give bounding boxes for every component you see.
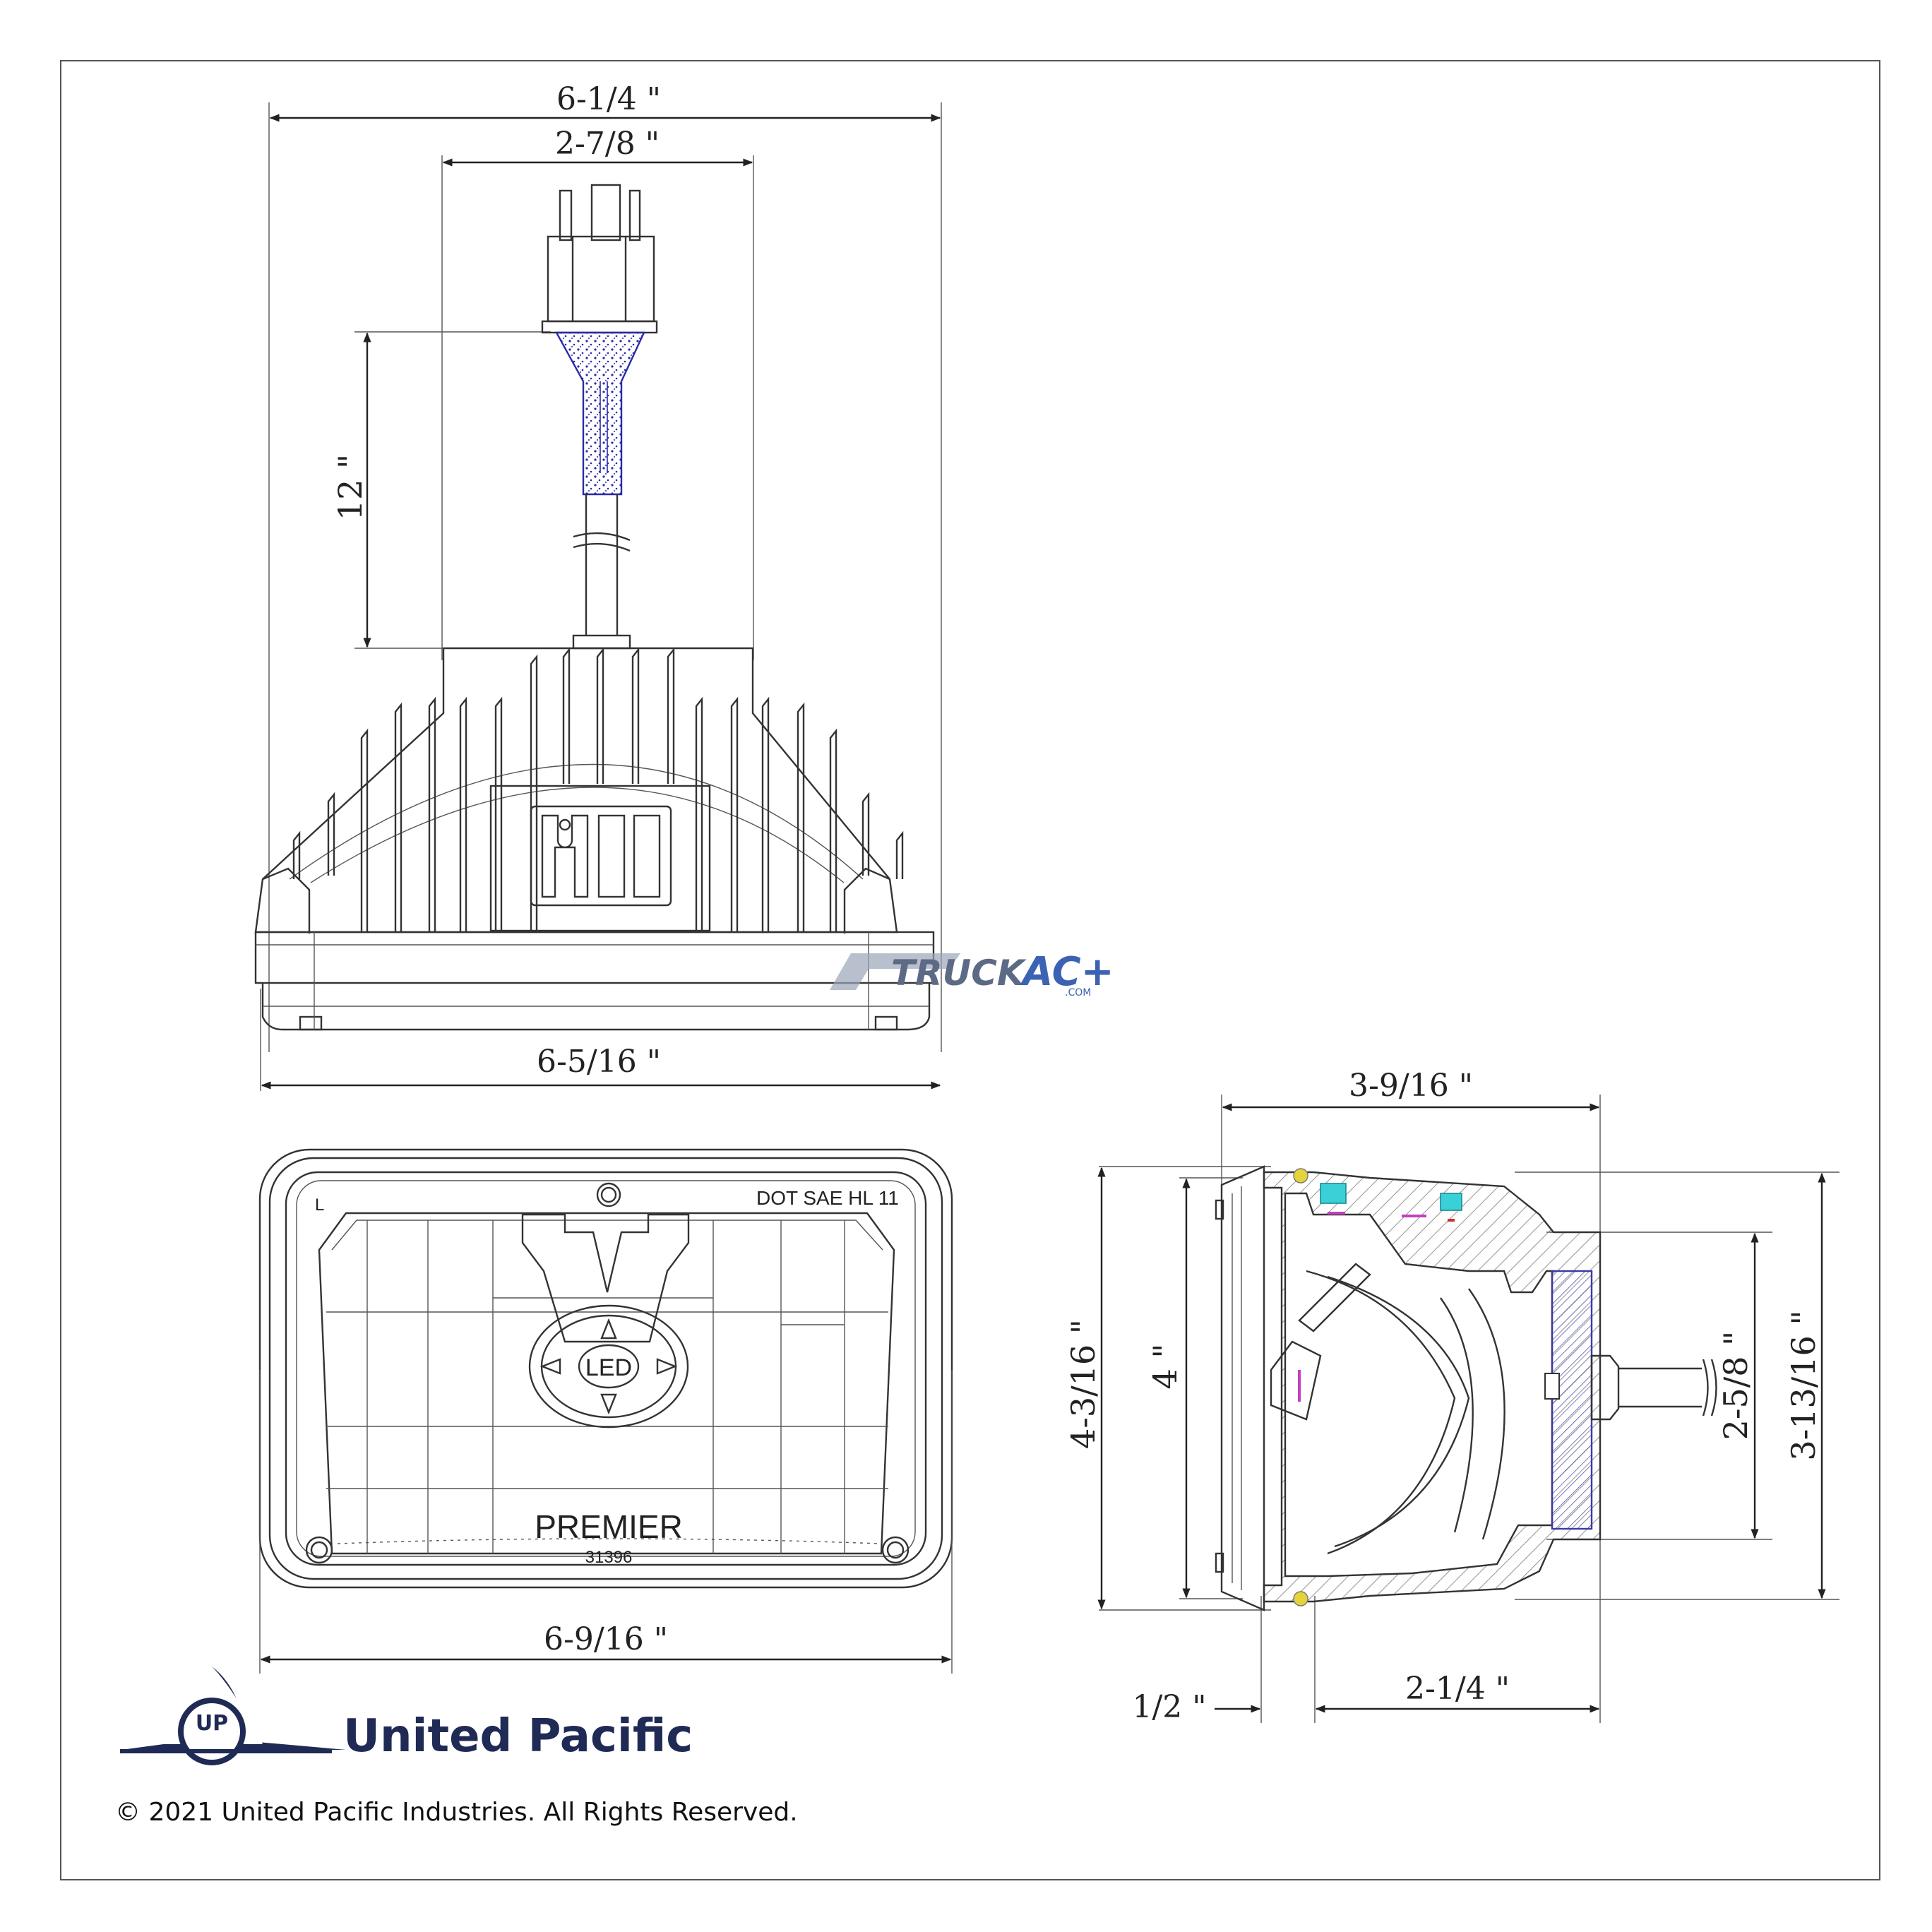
dim-connector-width: 2-7/8 " bbox=[555, 126, 660, 162]
adjust-screw-top bbox=[596, 1182, 621, 1208]
lens-side-mark: L bbox=[315, 1195, 324, 1215]
front-view: LED DOT SAE HL 11 L PREMIER 31396 6-9/16… bbox=[258, 1148, 953, 1674]
dim-side-body-height: 3-13/16 " bbox=[1784, 1310, 1823, 1460]
lens-dot-marking: DOT SAE HL 11 bbox=[756, 1187, 899, 1209]
screw-yellow-top bbox=[1293, 1168, 1308, 1183]
dim-front-width: 6-9/16 " bbox=[544, 1621, 668, 1657]
logo-emblem bbox=[178, 1698, 246, 1765]
adjust-screw-left bbox=[305, 1536, 333, 1564]
dim-side-rear-depth: 2-1/4 " bbox=[1405, 1671, 1510, 1707]
united-pacific-logo: UP United Pacific bbox=[120, 1666, 693, 1765]
led-badge: LED bbox=[528, 1304, 689, 1429]
dim-side-rear-height: 2-5/8 " bbox=[1717, 1331, 1755, 1441]
led-badge-text: LED bbox=[585, 1354, 632, 1381]
dim-side-flange: 1/2 " bbox=[1132, 1689, 1206, 1725]
cable bbox=[572, 494, 631, 650]
connector-plug bbox=[541, 184, 658, 334]
reflector bbox=[318, 1212, 895, 1555]
seal-cyan-2 bbox=[1440, 1193, 1462, 1211]
logo-company-name: United Pacific bbox=[343, 1710, 693, 1763]
base-bezel bbox=[254, 867, 935, 1031]
dim-base-width: 6-5/16 " bbox=[537, 1044, 661, 1080]
watermark-suffix: .COM bbox=[1065, 987, 1091, 998]
harness-boot bbox=[554, 331, 645, 496]
dim-side-height: 4 " bbox=[1146, 1343, 1184, 1389]
side-section-view: 3-9/16 " 4-3/16 " 4 " 2-5/8 " 3-13/16 " … bbox=[1064, 1068, 1839, 1725]
housing-back bbox=[254, 647, 904, 934]
dim-top-overall-width: 6-1/4 " bbox=[556, 81, 661, 117]
dim-side-overall-height: 4-3/16 " bbox=[1064, 1319, 1102, 1449]
screw-yellow-bottom bbox=[1293, 1591, 1308, 1606]
lens-brand: PREMIER bbox=[535, 1508, 683, 1545]
lens-grid bbox=[326, 1220, 888, 1554]
dim-side-depth: 3-9/16 " bbox=[1349, 1068, 1473, 1104]
adjust-screw-right bbox=[881, 1536, 910, 1564]
logo-emblem-letters: UP bbox=[196, 1711, 228, 1736]
lens-outer bbox=[258, 1148, 953, 1589]
copyright-text: © 2021 United Pacific Industries. All Ri… bbox=[115, 1798, 798, 1827]
seal-cyan-1 bbox=[1320, 1183, 1347, 1204]
dim-cable-length: 12 " bbox=[331, 454, 369, 520]
rear-plate bbox=[1551, 1270, 1593, 1530]
truckac-watermark: TRUCK AC+ .COM bbox=[830, 949, 1114, 998]
lens-part-number: 31396 bbox=[585, 1548, 633, 1567]
page-border bbox=[60, 60, 1880, 1880]
cooling-fins bbox=[292, 647, 904, 932]
side-lens bbox=[1220, 1165, 1265, 1611]
label-plate bbox=[489, 785, 711, 932]
watermark-accent: AC+ bbox=[1020, 949, 1114, 995]
top-view: 6-1/4 " 2-7/8 " 12 " bbox=[254, 81, 942, 1091]
watermark-name: TRUCK bbox=[891, 953, 1027, 994]
